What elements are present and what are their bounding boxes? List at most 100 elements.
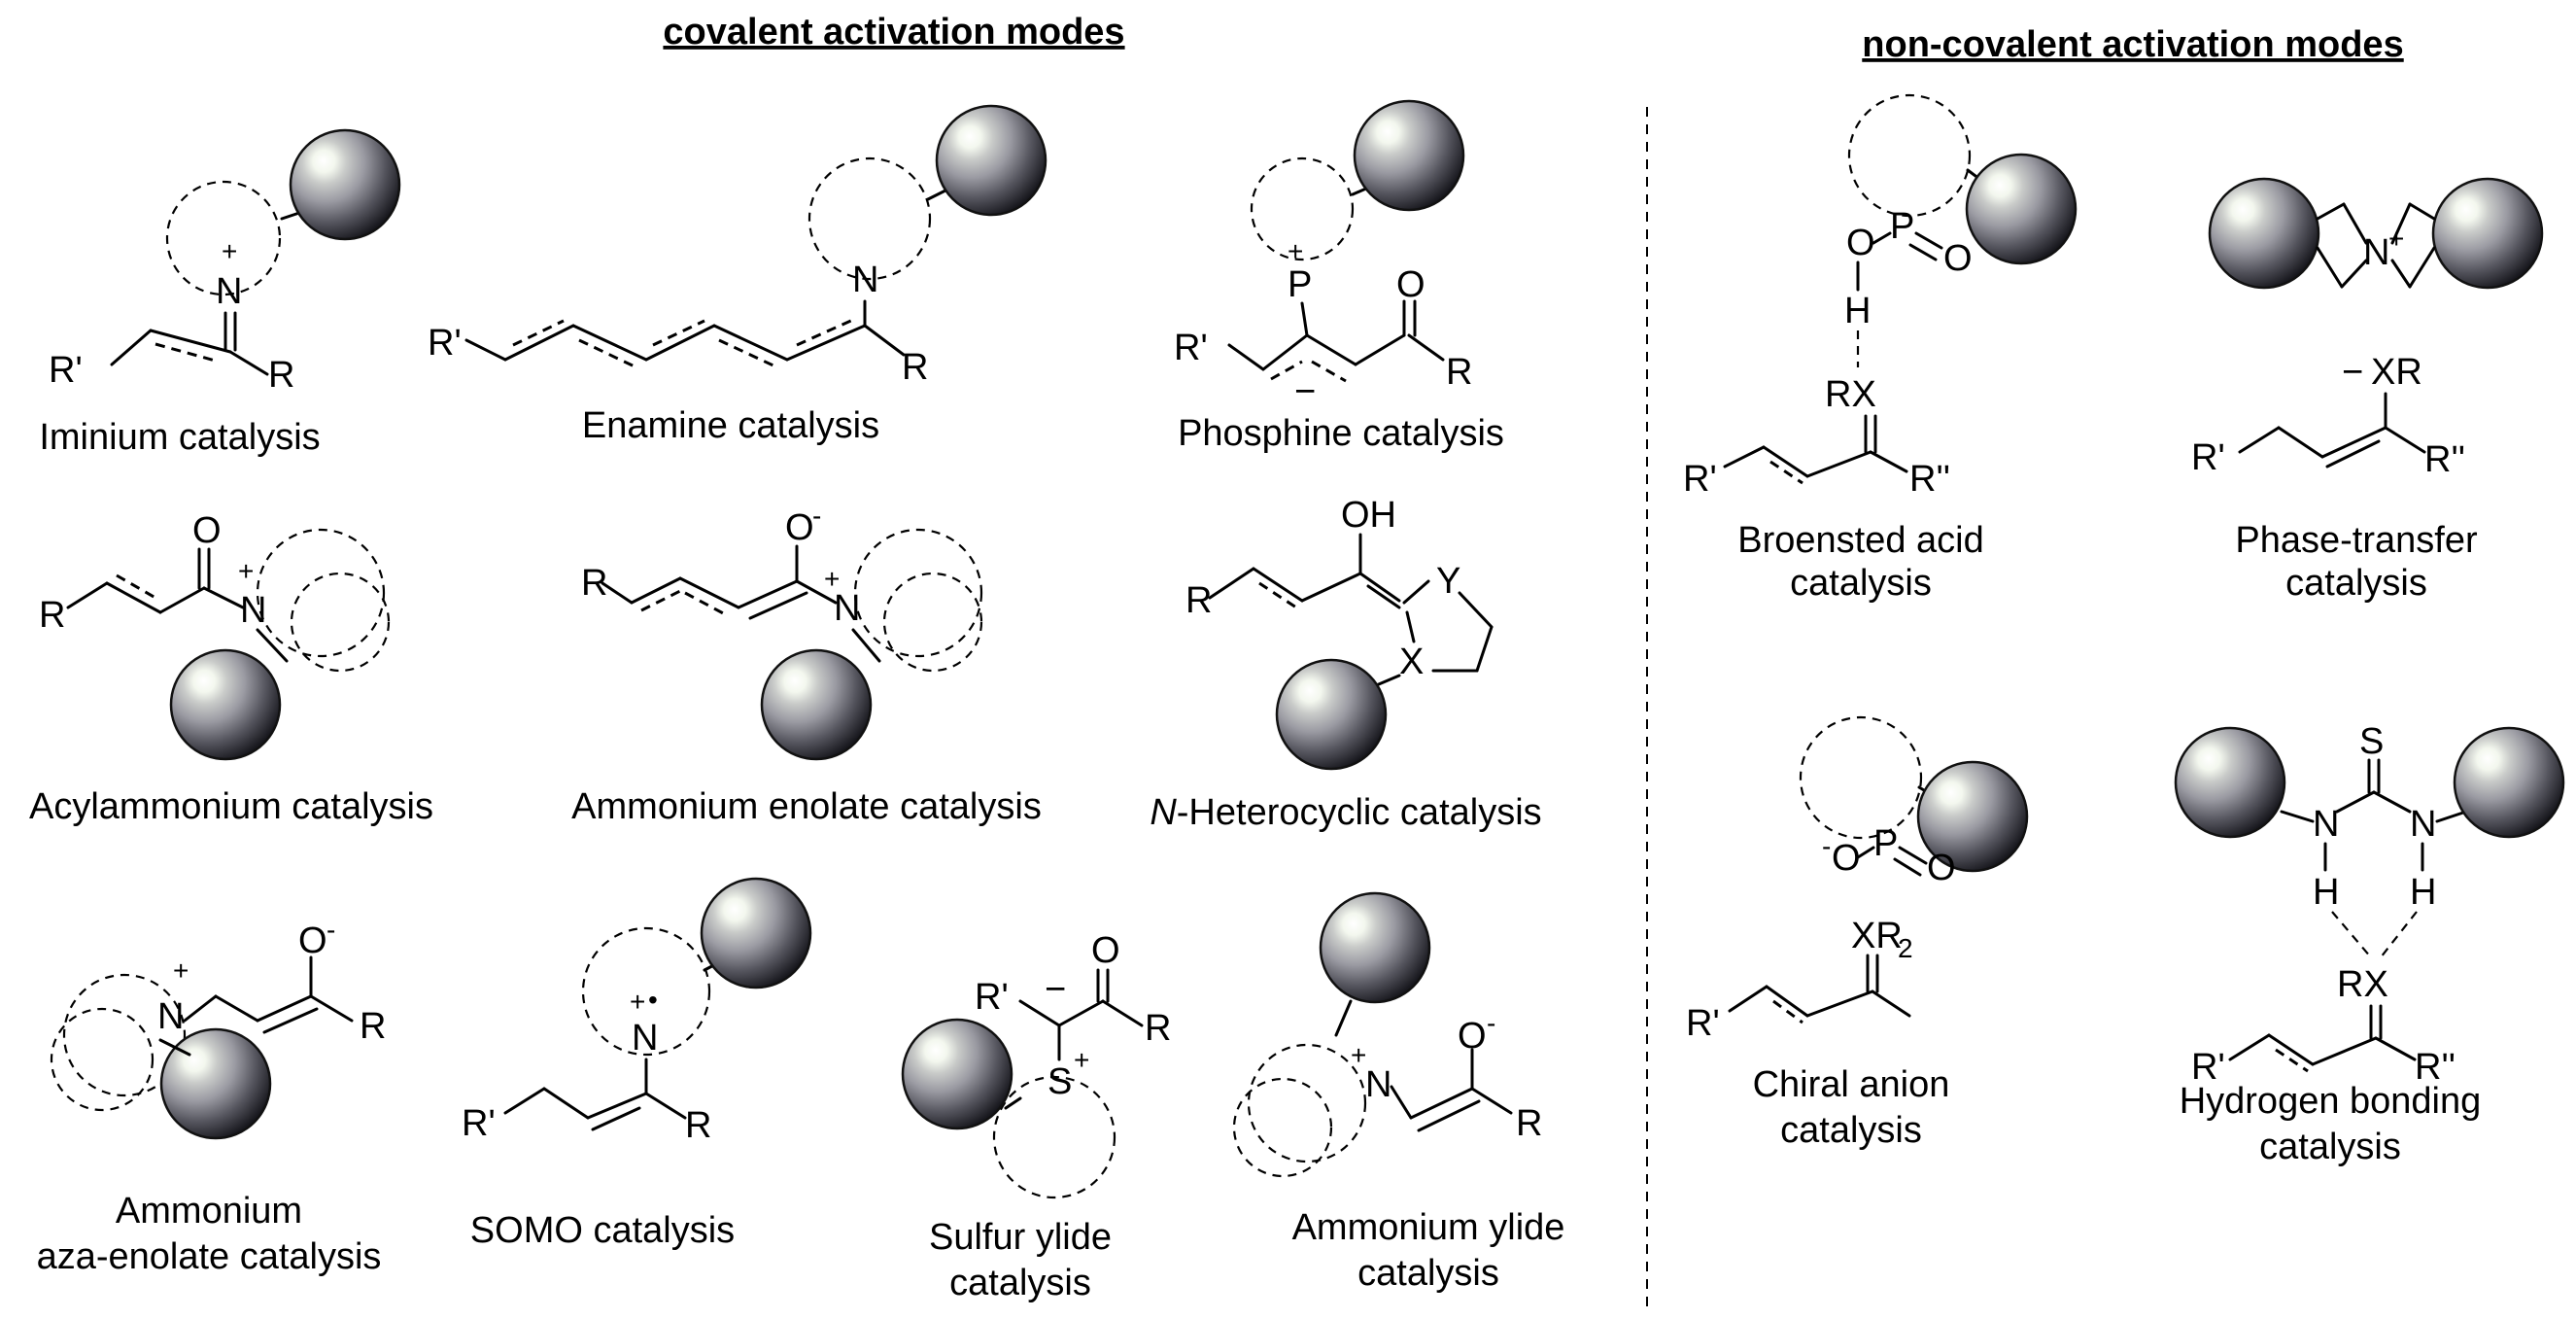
catalyst-sphere-icon xyxy=(901,1018,1013,1130)
chiral-anion-structure: - O P O XR 2 R' Chiral anion catalysis xyxy=(1686,715,2029,1151)
svg-text:+: + xyxy=(1288,236,1303,266)
iminium-structure: + N R' R Iminium catalysis xyxy=(39,128,401,458)
ammonium-enolate-label: Ammonium enolate catalysis xyxy=(571,786,1042,827)
svg-text:R': R' xyxy=(1686,1003,1720,1044)
ammonium-ylide-label-2: catalysis xyxy=(1357,1253,1499,1294)
svg-text:OH: OH xyxy=(1341,495,1396,536)
noncovalent-header: non-covalent activation modes xyxy=(1862,24,2403,65)
svg-text:N: N xyxy=(852,260,878,300)
catalyst-sphere-icon xyxy=(289,128,401,241)
ptc-label-1: Phase-transfer xyxy=(2235,520,2478,561)
catalyst-sphere-icon xyxy=(1965,153,2078,265)
svg-text:R'': R'' xyxy=(2415,1047,2456,1088)
svg-text:H: H xyxy=(1844,291,1871,331)
enamine-structure: N R' R Enamine catalysis xyxy=(428,104,1048,446)
svg-text:N: N xyxy=(632,1018,658,1059)
svg-text:−: − xyxy=(1294,371,1316,412)
svg-text:−: − xyxy=(2342,352,2363,393)
svg-text:R: R xyxy=(1446,352,1472,393)
svg-text:+: + xyxy=(2388,224,2404,254)
svg-text:N: N xyxy=(157,996,184,1037)
svg-text:+: + xyxy=(238,556,254,586)
catalyst-sphere-icon xyxy=(2453,726,2565,839)
ammonium-enolate-structure: O - R + N Ammonium enolate catalysis xyxy=(571,501,1042,827)
nhc-structure: OH R Y X N-Heterocyclic catalysis xyxy=(1150,495,1541,833)
svg-text:+: + xyxy=(173,955,189,986)
acylammonium-label: Acylammonium catalysis xyxy=(29,786,433,827)
svg-text:R: R xyxy=(1185,580,1212,621)
svg-text:R': R' xyxy=(1683,459,1717,500)
catalyst-sphere-icon xyxy=(760,648,873,761)
svg-text:R': R' xyxy=(1174,328,1208,368)
svg-text:R': R' xyxy=(49,350,83,391)
chiral-anion-label-2: catalysis xyxy=(1780,1110,1922,1151)
svg-text:R: R xyxy=(268,355,294,396)
aza-enolate-label-1: Ammonium xyxy=(116,1191,302,1232)
svg-text:N: N xyxy=(240,590,266,631)
svg-text:P: P xyxy=(1873,823,1898,864)
hbond-label-2: catalysis xyxy=(2259,1127,2401,1167)
svg-text:P: P xyxy=(1890,206,1914,247)
hbond-label-1: Hydrogen bonding xyxy=(2180,1081,2482,1122)
svg-text:O: O xyxy=(298,920,327,961)
svg-text:O: O xyxy=(1846,223,1875,263)
svg-text:R: R xyxy=(581,563,607,604)
svg-text:O: O xyxy=(192,510,222,551)
svg-text:N: N xyxy=(1365,1064,1391,1105)
somo-structure: + • N R' R SOMO catalysis xyxy=(462,877,812,1251)
ptc-structure: N + − XR R'' R' Phase-transfer catalysis xyxy=(2191,177,2544,604)
svg-text:N: N xyxy=(2363,232,2389,273)
aza-enolate-label-2: aza-enolate catalysis xyxy=(37,1236,382,1277)
catalyst-sphere-icon xyxy=(1319,891,1431,1004)
svg-text:+: + xyxy=(824,564,840,594)
svg-text:R': R' xyxy=(2191,437,2225,478)
svg-text:R: R xyxy=(360,1006,386,1047)
svg-text:R'': R'' xyxy=(1909,459,1950,500)
broensted-label-1: Broensted acid xyxy=(1737,520,1984,561)
aza-enolate-structure: + N O - R Ammonium aza-enolate catalysis xyxy=(37,915,387,1277)
svg-text:O: O xyxy=(1832,838,1861,879)
svg-text:R'': R'' xyxy=(2424,439,2465,480)
catalyst-sphere-icon xyxy=(2174,726,2286,839)
ptc-label-2: catalysis xyxy=(2285,563,2427,604)
svg-text:XR: XR xyxy=(2371,352,2422,393)
catalyst-sphere-icon xyxy=(935,104,1048,217)
nhc-label: N-Heterocyclic catalysis xyxy=(1150,792,1541,833)
svg-text:+: + xyxy=(630,987,645,1017)
phosphine-structure: + P − R' O R Phosphine catalysis xyxy=(1174,99,1504,454)
svg-text:P: P xyxy=(1288,264,1312,305)
svg-text:O: O xyxy=(1091,930,1120,971)
svg-text:R': R' xyxy=(975,977,1009,1018)
svg-text:+: + xyxy=(1074,1045,1089,1075)
svg-text:R: R xyxy=(685,1105,711,1146)
svg-text:-: - xyxy=(1822,831,1831,861)
catalyst-sphere-icon xyxy=(1275,658,1388,771)
enamine-label: Enamine catalysis xyxy=(582,405,879,446)
catalyst-sphere-icon xyxy=(2208,177,2320,290)
catalyst-sphere-icon xyxy=(2431,177,2544,290)
svg-text:N: N xyxy=(834,588,860,629)
svg-text:X: X xyxy=(1399,642,1424,682)
svg-text:−: − xyxy=(1045,969,1066,1010)
svg-text:2: 2 xyxy=(1898,933,1913,963)
svg-text:N: N xyxy=(2410,804,2436,845)
svg-text:R: R xyxy=(902,347,928,388)
svg-text:-: - xyxy=(1487,1008,1495,1038)
catalyst-sphere-icon xyxy=(159,1027,272,1140)
svg-text:R': R' xyxy=(462,1103,496,1144)
svg-text:N: N xyxy=(216,271,242,312)
svg-text:O: O xyxy=(1927,848,1956,888)
svg-text:S: S xyxy=(2359,721,2384,762)
svg-text:+: + xyxy=(222,236,237,266)
broensted-label-2: catalysis xyxy=(1790,563,1932,604)
somo-label: SOMO catalysis xyxy=(470,1210,735,1251)
svg-text:R: R xyxy=(1516,1103,1542,1144)
svg-text:O: O xyxy=(1396,264,1425,305)
svg-text:RX: RX xyxy=(1825,374,1876,415)
svg-text:O: O xyxy=(785,507,814,548)
ammonium-ylide-label-1: Ammonium ylide xyxy=(1292,1207,1565,1248)
svg-text:S: S xyxy=(1048,1061,1072,1102)
sulfur-ylide-label-2: catalysis xyxy=(949,1263,1091,1303)
svg-text:R': R' xyxy=(428,323,462,364)
svg-text:Y: Y xyxy=(1436,561,1460,602)
